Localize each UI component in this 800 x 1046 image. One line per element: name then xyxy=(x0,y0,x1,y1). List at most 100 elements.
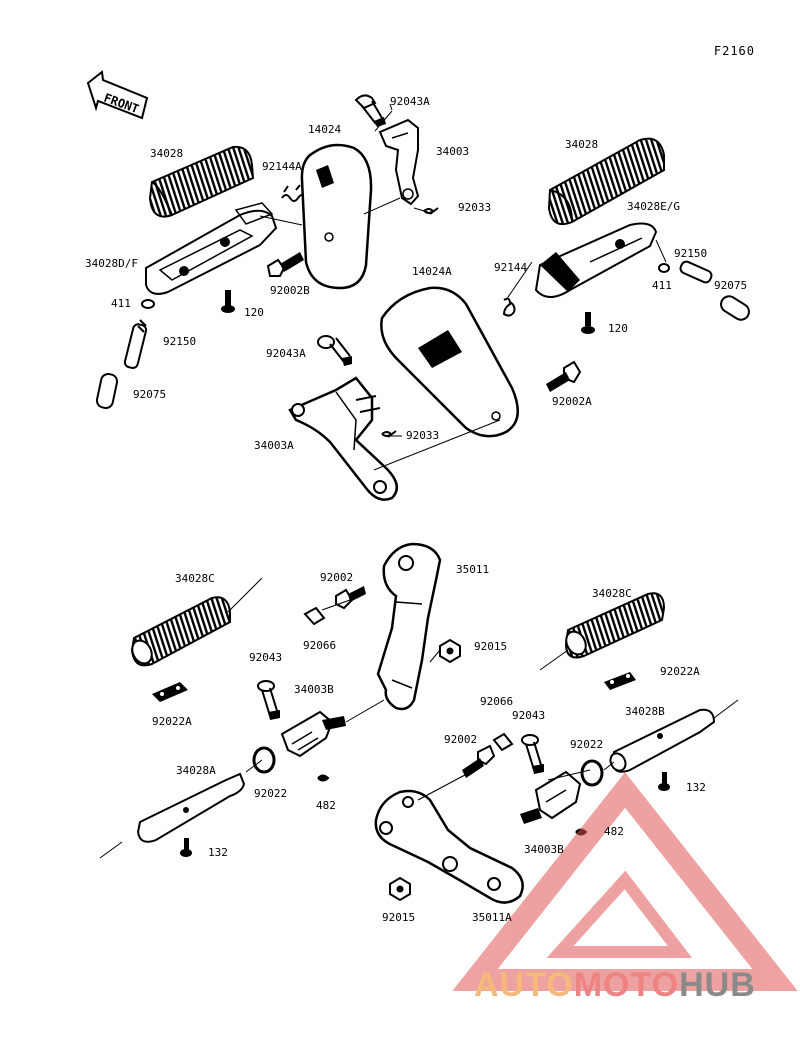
footpeg-bracket-34028eg xyxy=(534,222,658,298)
nut-92015-lower xyxy=(389,876,411,902)
front-arrow-icon: FRONT xyxy=(86,70,149,120)
footpeg-rubber-34028c-right xyxy=(564,592,666,659)
part-label-92043a-mid: 92043A xyxy=(266,347,306,360)
figure-number: F2160 xyxy=(713,44,755,58)
part-label-14024a: 14024A xyxy=(412,265,452,278)
footpeg-34028a xyxy=(136,772,246,843)
part-label-92075-left: 92075 xyxy=(133,388,167,401)
pin-92043-lower xyxy=(521,734,544,774)
part-label-482-right: 482 xyxy=(604,825,624,838)
watermark-text: AUTOMOTOHUB xyxy=(474,966,756,1005)
watermark-logo-icon xyxy=(452,772,798,991)
pin-92043-left xyxy=(257,680,280,720)
bolt-92002b xyxy=(266,252,304,277)
part-label-34028c-left: 34028C xyxy=(175,572,215,585)
washer-92022-left xyxy=(252,746,276,774)
cap-92075-left xyxy=(95,373,119,409)
cap-92075-right xyxy=(720,295,750,321)
part-label-35011a: 35011A xyxy=(472,911,512,924)
washer-92022-right xyxy=(580,759,604,787)
part-label-92022-left: 92022 xyxy=(254,787,288,800)
footrest-bracket-34003a xyxy=(288,376,399,501)
bolt-120-left xyxy=(221,290,235,313)
bolt-92002-mid xyxy=(335,586,366,610)
part-label-34028-right: 34028 xyxy=(565,138,599,151)
watermark-part-2: MOTO xyxy=(573,966,680,1004)
footrest-clevis-34003b-lower xyxy=(520,770,582,824)
part-label-34003a: 34003A xyxy=(254,439,294,452)
footpeg-34028b xyxy=(609,708,716,773)
spring-92144 xyxy=(502,297,516,317)
part-label-132-right: 132 xyxy=(686,781,706,794)
part-label-92022a-right: 92022A xyxy=(660,665,700,678)
part-label-34028eg: 34028E/G xyxy=(627,200,680,213)
part-label-92144: 92144 xyxy=(494,261,528,274)
heel-guard-plate-14024 xyxy=(300,143,373,290)
watermark-part-1: AUTO xyxy=(474,966,574,1004)
part-label-92002b: 92002B xyxy=(270,284,310,297)
part-label-34003: 34003 xyxy=(436,145,470,158)
part-label-34028-left: 34028 xyxy=(150,147,184,160)
footpeg-rubber-34028c-left xyxy=(130,596,231,667)
part-label-411-right: 411 xyxy=(652,279,672,292)
pin-92043a-mid xyxy=(317,335,352,366)
heel-guard-plate-14024a xyxy=(380,286,519,438)
footrest-bracket-35011 xyxy=(376,542,442,711)
part-label-92002-mid: 92002 xyxy=(320,571,354,584)
part-label-92022a-left: 92022A xyxy=(152,715,192,728)
footrest-clevis-34003b-upper xyxy=(280,710,346,758)
part-label-34003b-lower: 34003B xyxy=(524,843,564,856)
part-label-92002a: 92002A xyxy=(552,395,592,408)
pin-92150-left xyxy=(123,319,148,369)
plate-92022a-left xyxy=(152,682,188,702)
footpeg-rubber-34028-left xyxy=(148,145,255,218)
plate-92022a-right xyxy=(604,672,636,690)
part-label-120-left: 120 xyxy=(244,306,264,319)
part-label-34028df: 34028D/F xyxy=(85,257,138,270)
watermark-part-3: HUB xyxy=(679,966,756,1004)
part-label-92150-right: 92150 xyxy=(674,247,708,260)
washer-411-left xyxy=(141,299,155,309)
washer-411-right xyxy=(658,263,670,273)
part-label-92043a-top: 92043A xyxy=(390,95,430,108)
bolt-92002a xyxy=(546,360,582,392)
part-label-34028b: 34028B xyxy=(625,705,665,718)
lower-leader-lines xyxy=(99,577,739,859)
part-label-92022-right: 92022 xyxy=(570,738,604,751)
part-label-92015-lower: 92015 xyxy=(382,911,416,924)
part-label-92066-upper: 92066 xyxy=(303,639,337,652)
part-label-34028c-right: 34028C xyxy=(592,587,632,600)
bolt-132-right xyxy=(658,772,670,791)
part-label-14024: 14024 xyxy=(308,123,342,136)
washer-92066-upper xyxy=(303,606,326,626)
clip-92033-top xyxy=(423,207,439,215)
bolt-92002-lower xyxy=(462,744,496,778)
footrest-bracket-35011a xyxy=(374,789,524,904)
part-label-92075-right: 92075 xyxy=(714,279,748,292)
part-label-92066-lower: 92066 xyxy=(480,695,514,708)
part-label-120-right: 120 xyxy=(608,322,628,335)
part-label-92033-mid: 92033 xyxy=(406,429,440,442)
part-label-92033-top: 92033 xyxy=(458,201,492,214)
part-label-92015-upper: 92015 xyxy=(474,640,508,653)
part-label-92043-left: 92043 xyxy=(249,651,283,664)
footpeg-rubber-34028-right xyxy=(547,137,665,226)
upper-leader-lines xyxy=(259,103,667,471)
part-label-411-left: 411 xyxy=(111,297,131,310)
bolt-132-left xyxy=(180,838,192,857)
part-label-92150-left: 92150 xyxy=(163,335,197,348)
footpeg-bracket-34028df xyxy=(145,202,278,295)
part-label-92144a: 92144A xyxy=(262,160,302,173)
pin-92150-right xyxy=(679,260,713,284)
part-label-34003b-upper: 34003B xyxy=(294,683,334,696)
part-label-92002-lower: 92002 xyxy=(444,733,478,746)
part-label-92043-lower: 92043 xyxy=(512,709,546,722)
part-label-132-left: 132 xyxy=(208,846,228,859)
pin-92043a-top xyxy=(354,94,386,127)
part-label-482-left: 482 xyxy=(316,799,336,812)
bolt-120-right xyxy=(581,312,595,334)
clip-482-left xyxy=(317,774,330,782)
nut-92015-upper xyxy=(439,638,461,664)
part-label-34028a: 34028A xyxy=(176,764,216,777)
